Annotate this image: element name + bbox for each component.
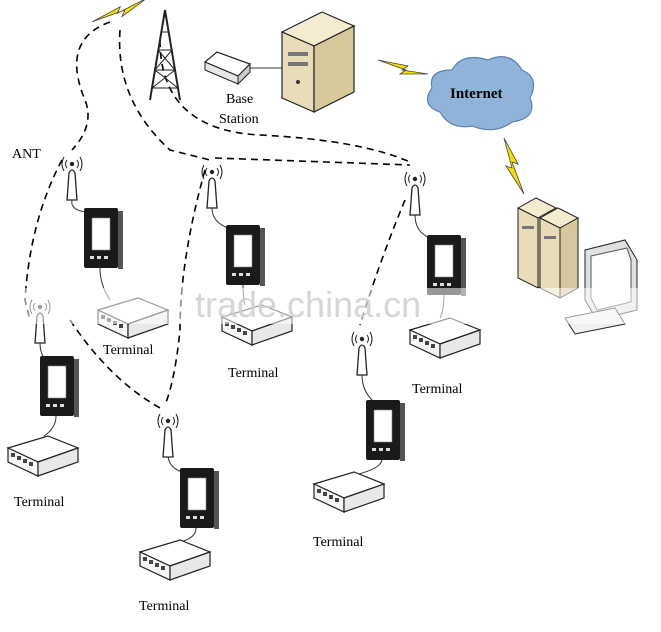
modem-icon	[83, 207, 124, 270]
terminal-label: Terminal	[313, 535, 363, 550]
terminal-device-icon	[139, 539, 211, 581]
lightning-tower-icon	[92, 0, 148, 23]
watermark-band	[0, 288, 661, 324]
link-tower-mid	[118, 29, 211, 161]
server-icon	[280, 11, 356, 113]
lightning-server-internet-icon	[377, 59, 429, 75]
antenna-icon	[157, 413, 179, 458]
base-station-tower-icon	[149, 9, 181, 101]
antenna-icon	[61, 156, 83, 201]
terminal-device-icon	[7, 435, 79, 477]
data-center-servers-icon	[516, 197, 580, 299]
base-station-controller-icon	[203, 51, 252, 86]
link-right-down	[359, 199, 406, 326]
modem-icon	[39, 355, 80, 418]
modem-icon	[426, 234, 467, 297]
terminal-device-icon	[313, 471, 385, 513]
ant-label: ANT	[12, 147, 41, 162]
link-tower-right	[159, 39, 411, 163]
terminal-label: Terminal	[139, 599, 189, 614]
internet-cloud-icon	[426, 56, 535, 131]
antenna-icon	[404, 171, 426, 216]
modem-icon	[365, 399, 406, 462]
terminal-label: Terminal	[228, 366, 278, 381]
link-tower-left-ant	[71, 21, 111, 151]
link-mid-right	[214, 157, 411, 166]
internet-label: Internet	[450, 86, 503, 102]
watermark-text: trade.china.cn	[195, 284, 421, 325]
terminal-label: Terminal	[14, 495, 64, 510]
terminal-label: Terminal	[412, 382, 462, 397]
terminal-label: Terminal	[103, 343, 153, 358]
modem-icon	[225, 224, 266, 287]
base-station-label-line2: Station	[219, 112, 259, 127]
link-left-down	[69, 319, 161, 409]
lightning-internet-pc-icon	[503, 137, 525, 195]
antenna-icon	[351, 331, 373, 376]
modem-icon	[179, 467, 220, 530]
base-station-label-line1: Base	[226, 92, 253, 107]
